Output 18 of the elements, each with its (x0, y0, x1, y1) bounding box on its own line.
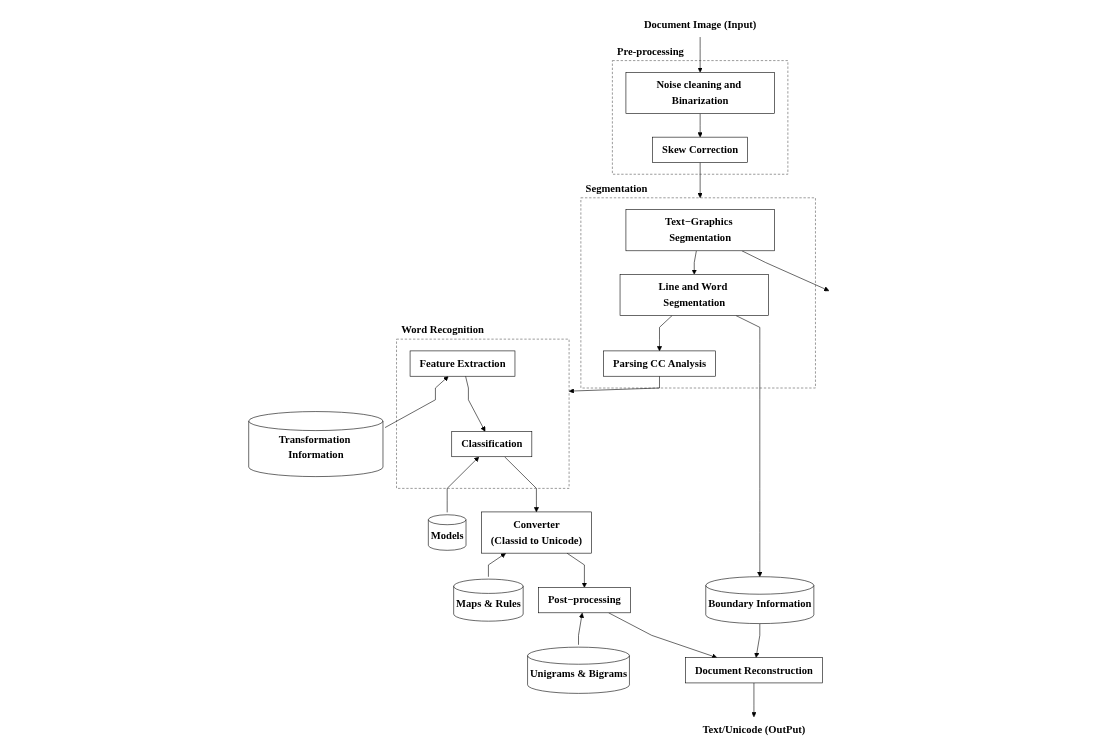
cluster (611, 59, 788, 175)
node-box: Classification (451, 430, 532, 457)
node-label: Segmentation (585, 181, 648, 194)
node-box: Skew Correction (652, 136, 748, 163)
node-box: Text−Graphics Segmentation (625, 208, 775, 251)
node-box: Document Reconstruction (684, 656, 823, 683)
node-text: Document Image (Input) (643, 17, 757, 30)
node-box: Line and Word Segmentation (619, 273, 769, 316)
node-box: Noise cleaning and Binarization (625, 71, 775, 114)
node-box: Parsing CC Analysis (602, 350, 716, 377)
node-text: Text/Unicode (OutPut) (702, 722, 806, 735)
node-label: Pre-processing (616, 44, 684, 57)
node-box: Converter (Classid to Unicode) (480, 511, 592, 553)
node-box: Feature Extraction (409, 350, 515, 377)
cluster (395, 338, 570, 489)
node-box: Post−processing (537, 586, 631, 613)
node-label: Word Recognition (400, 323, 484, 336)
cluster (580, 197, 816, 388)
